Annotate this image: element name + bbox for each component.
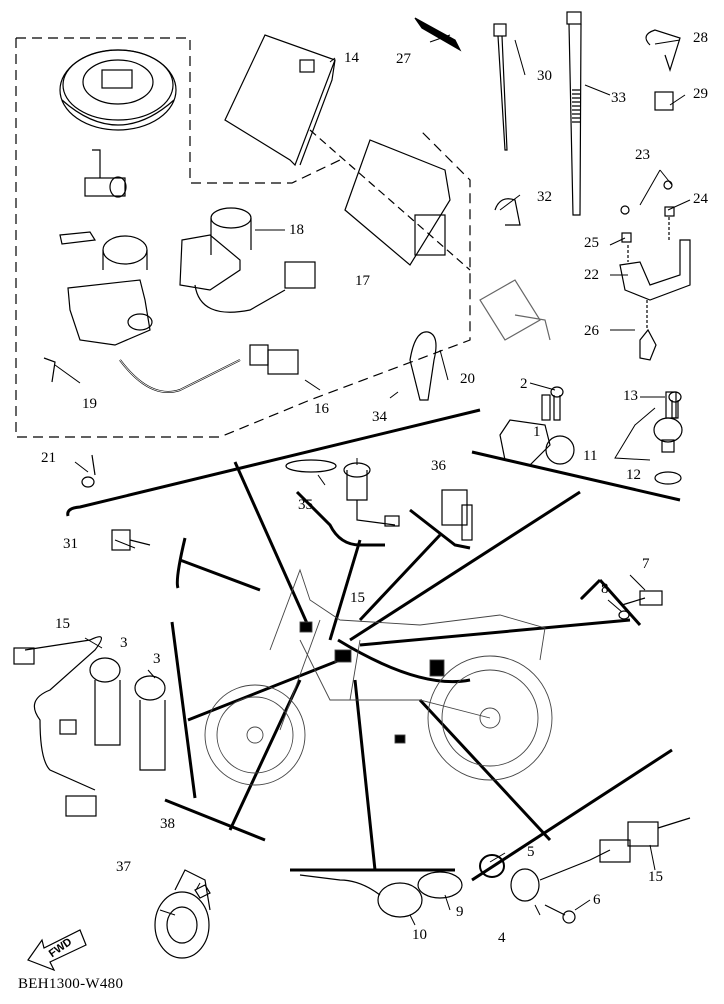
callout-36: 36	[431, 458, 446, 474]
callout-1: 1	[533, 424, 541, 440]
ignition-coil-3a	[89, 657, 121, 746]
callout-16: 16	[314, 401, 329, 417]
connector-15c	[627, 817, 691, 847]
callout-29: 29	[693, 86, 708, 102]
sensor-4	[510, 839, 631, 902]
handlebar-switch-18	[179, 207, 316, 313]
callout-22: 22	[584, 267, 599, 283]
callout-15-left: 15	[55, 616, 70, 632]
callout-28: 28	[693, 30, 708, 46]
callout-19: 19	[82, 396, 97, 412]
ecu-17	[344, 139, 451, 266]
switch-9	[417, 871, 463, 899]
callout-4: 4	[498, 930, 506, 946]
washer-8	[618, 610, 630, 620]
callout-31: 31	[63, 536, 78, 552]
bolt-21	[81, 454, 96, 488]
callout-9: 9	[456, 904, 464, 920]
callout-37: 37	[116, 859, 131, 875]
callout-38: 38	[160, 816, 175, 832]
callout-18: 18	[289, 222, 304, 238]
callout-20: 20	[460, 371, 475, 387]
group-bracket-upper	[66, 408, 481, 517]
callout-3b: 3	[153, 651, 161, 667]
clamp-32	[494, 198, 521, 226]
bracket-22	[619, 180, 691, 330]
band-27	[414, 17, 462, 52]
callout-32: 32	[537, 189, 552, 205]
callout-25: 25	[584, 235, 599, 251]
leader-lines	[54, 34, 691, 926]
ignition-coil-3b	[134, 675, 166, 771]
callout-24: 24	[693, 191, 708, 207]
callout-35: 35	[298, 497, 313, 513]
bolt-6	[544, 904, 576, 924]
callout-11: 11	[583, 448, 598, 464]
socket-34	[343, 462, 400, 527]
main-switch-lead	[119, 359, 241, 393]
motorcycle-outline	[204, 568, 553, 786]
callout-2: 2	[520, 376, 528, 392]
cable-tie-30	[493, 23, 508, 151]
ecu-connector	[479, 279, 551, 341]
callout-3a: 3	[120, 635, 128, 651]
drawing-code: BEH1300-W480	[18, 976, 124, 992]
bolt-2	[550, 386, 564, 421]
callout-12: 12	[626, 467, 641, 483]
callout-15-frame: 15	[350, 590, 365, 606]
clip-29	[654, 91, 674, 111]
callout-33: 33	[611, 90, 626, 106]
callout-17: 17	[355, 273, 370, 289]
relay-36	[441, 489, 473, 541]
grommet-26	[639, 328, 657, 361]
callout-23: 23	[635, 147, 650, 163]
sensor-11	[653, 391, 683, 485]
sensor-10	[299, 874, 423, 918]
kit-boundary-dashed	[15, 37, 471, 438]
sub-harness-15	[13, 636, 102, 817]
main-switch	[59, 231, 153, 346]
horn-37	[154, 869, 211, 959]
callout-6: 6	[593, 892, 601, 908]
callout-5: 5	[527, 844, 535, 860]
callout-14: 14	[344, 50, 359, 66]
callout-26: 26	[584, 323, 599, 339]
callout-8: 8	[601, 581, 609, 597]
callout-15-right: 15	[648, 869, 663, 885]
connector-16	[249, 344, 299, 375]
fuel-cap	[59, 49, 177, 131]
fwd-arrow-icon	[27, 929, 87, 972]
sensor-7	[621, 590, 663, 606]
callout-21: 21	[41, 450, 56, 466]
cable-tie-33	[566, 11, 582, 216]
bolt-19	[43, 357, 56, 383]
cap-35	[285, 459, 337, 473]
key-20	[409, 331, 437, 401]
callout-30: 30	[537, 68, 552, 84]
callout-7: 7	[642, 556, 650, 572]
ecu-14	[224, 34, 336, 167]
nut-38	[194, 884, 211, 899]
bolt-13	[668, 391, 682, 419]
oring-5	[479, 854, 505, 878]
sensor-31	[111, 529, 151, 551]
callout-10: 10	[412, 927, 427, 943]
callout-27: 27	[396, 51, 411, 67]
callout-34: 34	[372, 409, 387, 425]
clamp-28	[645, 29, 681, 72]
seat-lock	[84, 149, 127, 198]
callout-13: 13	[623, 388, 638, 404]
group-bracket-right	[471, 450, 681, 502]
